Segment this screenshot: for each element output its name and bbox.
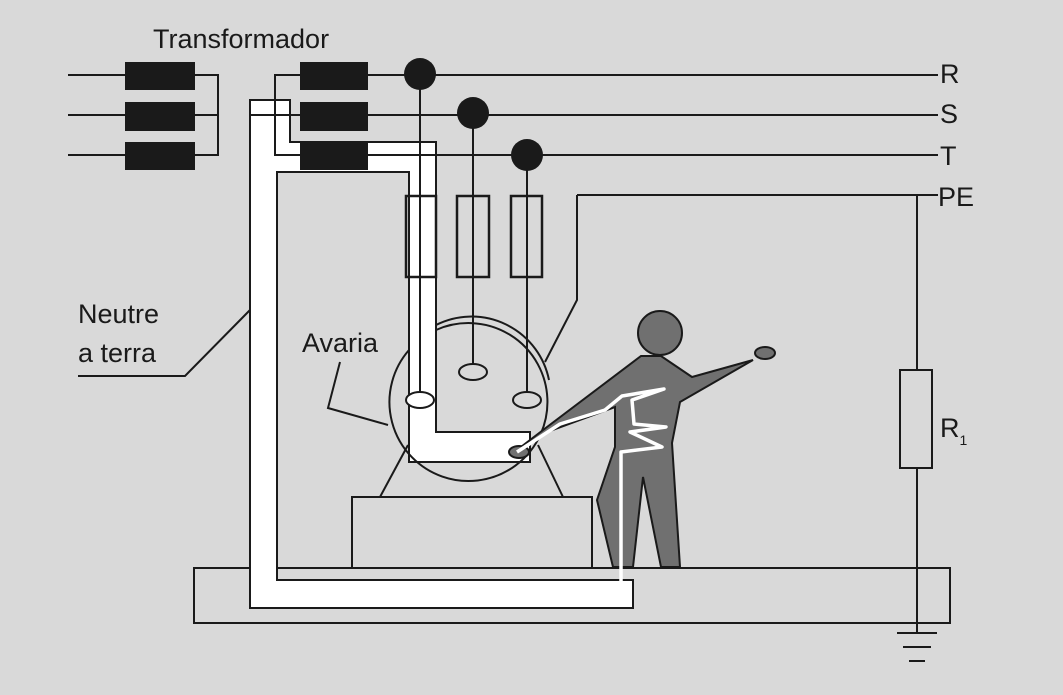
annotations: Neutre a terra Avaria R S T PE R1 bbox=[78, 59, 974, 448]
ground-icon bbox=[897, 632, 937, 662]
pe-label: PE bbox=[938, 182, 974, 212]
phase-t-label: T bbox=[940, 141, 957, 171]
neutral-label-line1: Neutre bbox=[78, 299, 159, 329]
motor bbox=[351, 315, 593, 569]
transformer-label: Transformador bbox=[153, 24, 329, 54]
fault-current-path bbox=[516, 387, 668, 582]
phase-r-label: R bbox=[940, 59, 960, 89]
right-transformer-windings bbox=[250, 62, 368, 170]
left-transformer-windings bbox=[68, 62, 219, 170]
neutral-label-line2: a terra bbox=[78, 338, 157, 368]
person-head bbox=[637, 310, 683, 356]
phase-lines bbox=[368, 58, 938, 392]
fault-label: Avaria bbox=[302, 328, 379, 358]
person-hand bbox=[754, 346, 776, 360]
resistor-label-subscript: 1 bbox=[960, 432, 968, 448]
resistor-label: R1 bbox=[940, 413, 968, 448]
person-touching-motor bbox=[508, 310, 776, 582]
pe-conductor bbox=[544, 194, 938, 662]
fuses bbox=[404, 194, 544, 279]
resistor-label-main: R bbox=[940, 413, 960, 443]
phase-s-label: S bbox=[940, 99, 958, 129]
